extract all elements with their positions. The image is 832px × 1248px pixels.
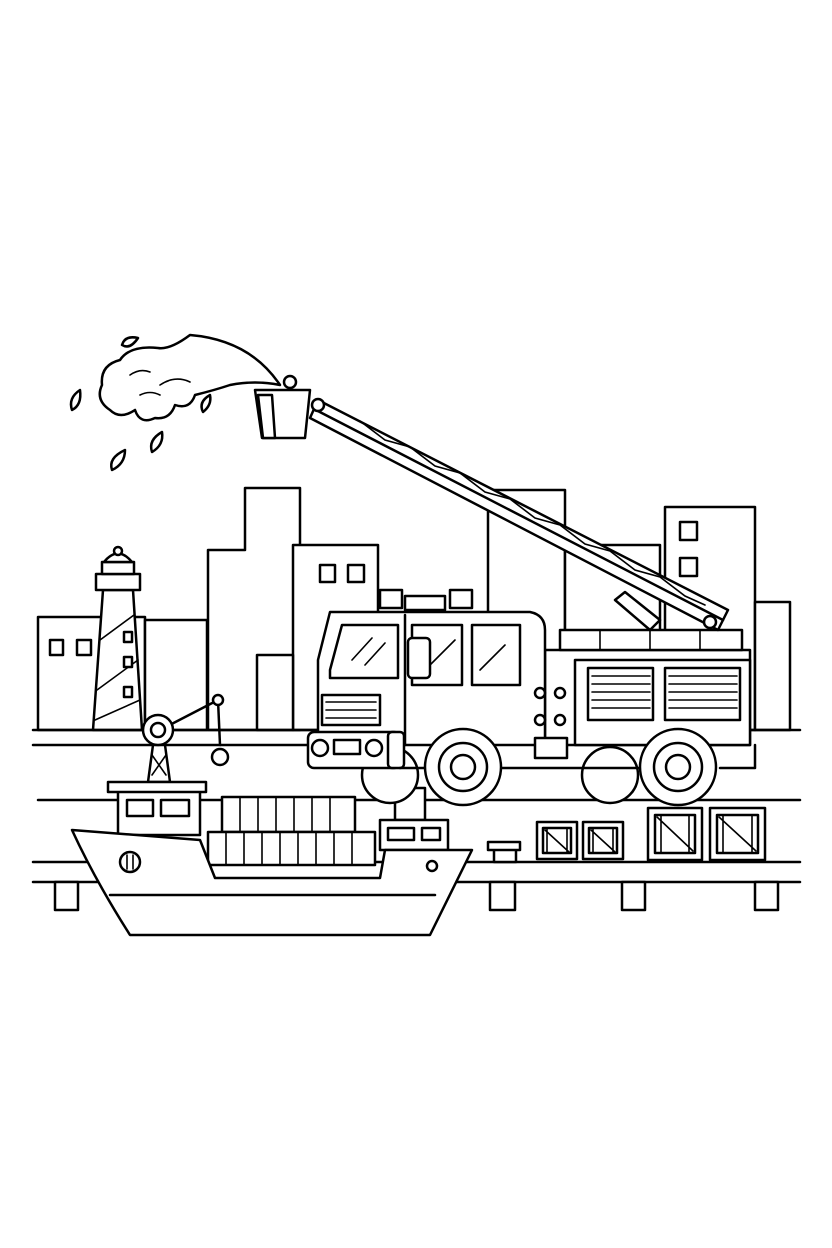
window	[678, 520, 699, 542]
water-drop	[149, 430, 164, 454]
water-drop	[120, 336, 140, 348]
firefighter-head	[282, 374, 298, 390]
water-spray	[69, 333, 282, 472]
rear-wheel-back	[580, 745, 640, 805]
crate	[646, 806, 704, 862]
water-drop	[110, 448, 127, 472]
front-wheel	[423, 727, 503, 807]
building-right-4	[753, 600, 792, 732]
porthole	[118, 850, 142, 874]
window	[346, 563, 366, 584]
rear-wheel	[638, 727, 718, 807]
container-stack-bottom	[206, 830, 377, 867]
crate	[535, 820, 579, 861]
window	[318, 563, 337, 584]
window	[678, 556, 699, 578]
dock-crane	[141, 693, 230, 784]
headlight	[310, 738, 330, 758]
lighthouse	[91, 545, 144, 732]
crate	[581, 820, 625, 861]
pier-legs	[53, 880, 780, 912]
aerial-ladder	[308, 397, 730, 632]
container-stack-top	[220, 795, 357, 834]
window	[75, 638, 93, 657]
water-drop	[200, 393, 212, 414]
crate	[708, 806, 767, 862]
window	[48, 638, 65, 657]
ladder-bucket	[253, 374, 312, 440]
dock-cargo	[486, 806, 767, 864]
side-mirror	[406, 636, 432, 680]
water-drop	[69, 388, 82, 412]
cargo-ship	[70, 780, 474, 937]
headlight	[364, 738, 384, 758]
building-small	[143, 618, 209, 732]
building-step	[255, 653, 295, 732]
fire-truck	[306, 588, 757, 807]
windshield	[328, 623, 400, 680]
ship-hull	[70, 828, 474, 937]
